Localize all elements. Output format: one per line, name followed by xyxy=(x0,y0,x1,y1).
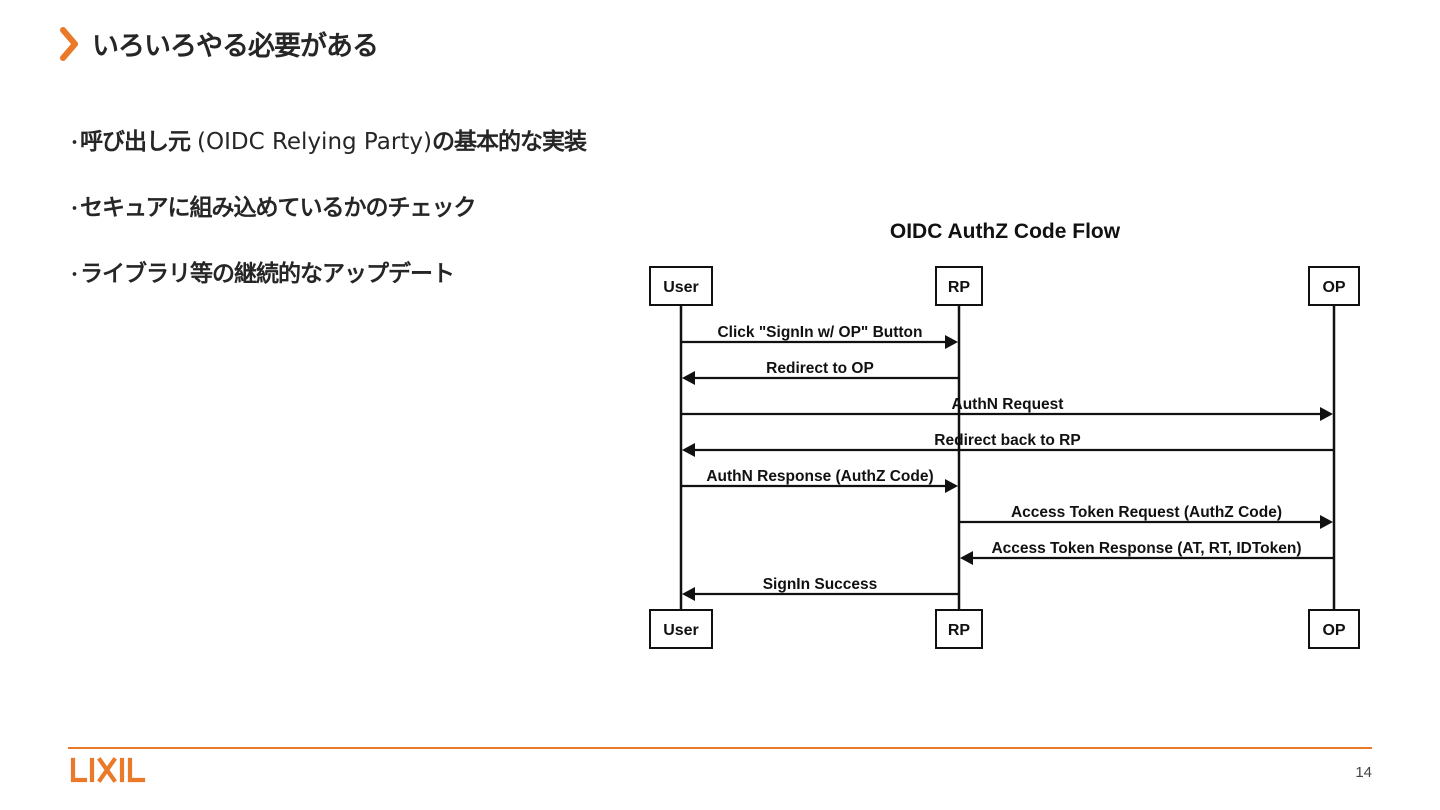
bullet-text: セキュアに組み込めているかのチェック xyxy=(80,195,477,221)
message-label: Click "SignIn w/ OP" Button xyxy=(717,324,922,341)
participant-label-op: OP xyxy=(1322,622,1345,639)
message-arrow xyxy=(681,479,958,493)
slide-title: いろいろやる必要がある xyxy=(92,31,379,62)
bullet-item: ･呼び出し元 (OIDC Relying Party)の基本的な実装 xyxy=(70,124,587,190)
participant-box-op-top xyxy=(1308,266,1360,306)
page-number: 14 xyxy=(1355,764,1372,781)
message-arrow xyxy=(959,515,1333,529)
message-label: SignIn Success xyxy=(763,576,878,593)
sequence-diagram: OIDC AuthZ Code Flow Click "SignIn w/ OP… xyxy=(649,220,1360,649)
bullet-text: の基本的な実装 xyxy=(431,129,587,155)
message-label: Access Token Response (AT, RT, IDToken) xyxy=(991,540,1301,557)
participant-label-user: User xyxy=(663,279,699,296)
participant-label-rp: RP xyxy=(948,622,971,639)
bullet-item: ･セキュアに組み込めているかのチェック xyxy=(70,190,586,256)
bullet-text: ライブラリ等の継続的なアップデート xyxy=(80,261,455,287)
participant-label-rp: RP xyxy=(948,279,971,296)
message-label: AuthN Response (AuthZ Code) xyxy=(706,468,933,485)
diagram-title: OIDC AuthZ Code Flow xyxy=(890,220,1121,243)
message-arrow xyxy=(960,551,1334,565)
message-arrow xyxy=(682,587,959,601)
bullet-marker: ･ xyxy=(70,133,79,154)
bullet-list: ･呼び出し元 (OIDC Relying Party)の基本的な実装･セキュアに… xyxy=(70,124,587,322)
message-label: Redirect back to RP xyxy=(934,432,1080,449)
message-arrow xyxy=(681,335,958,349)
bullet-item: ･ライブラリ等の継続的なアップデート xyxy=(70,256,586,322)
participant-label-op: OP xyxy=(1322,279,1345,296)
message-label: Redirect to OP xyxy=(766,360,874,377)
participant-box-rp-bottom xyxy=(935,609,983,649)
participant-box-rp-top xyxy=(935,266,983,306)
participant-box-user-top xyxy=(649,266,713,306)
message-label: Access Token Request (AuthZ Code) xyxy=(1011,504,1282,521)
participant-box-user-bottom xyxy=(649,609,713,649)
footer-divider xyxy=(68,747,1372,749)
chevron-right-icon xyxy=(60,27,78,61)
participant-label-user: User xyxy=(663,622,699,639)
message-arrow xyxy=(682,371,959,385)
bullet-marker: ･ xyxy=(70,199,79,220)
message-arrow xyxy=(682,443,1334,457)
bullet-text: (OIDC Relying Party) xyxy=(197,129,432,155)
participant-box-op-bottom xyxy=(1308,609,1360,649)
message-label: AuthN Request xyxy=(952,396,1064,413)
bullet-text: 呼び出し元 xyxy=(80,129,198,155)
lixil-logo xyxy=(70,757,146,783)
bullet-marker: ･ xyxy=(70,265,79,286)
message-arrow xyxy=(681,407,1333,421)
